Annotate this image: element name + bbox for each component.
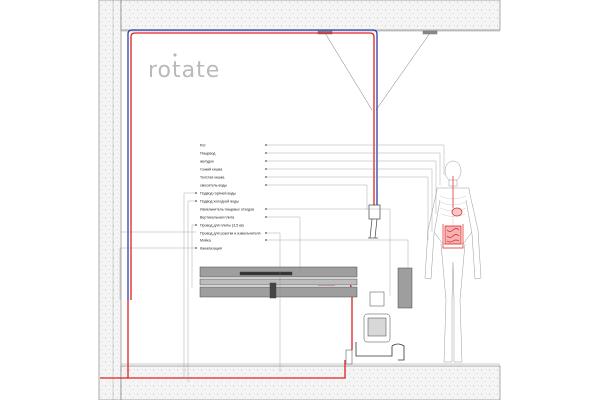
floor-slab <box>120 365 501 400</box>
label-cooktop-cable: Провод для плиты (3,5 кв) <box>200 224 244 228</box>
cooktop-unit <box>199 266 358 299</box>
label-vertical-cooktop: Вертикальная плита <box>200 216 234 220</box>
left-outer-wall <box>98 0 122 400</box>
mixer-faucet <box>368 204 381 239</box>
label-food-waste-disposer: Измельчитель пищевых отходов <box>200 208 254 212</box>
sink-disposer-unit <box>345 267 413 365</box>
digestive-tract <box>442 176 464 249</box>
rotate-logo: rotate <box>148 53 220 83</box>
label-sewer: Канализация <box>200 247 222 251</box>
pipework <box>100 29 378 379</box>
label-large-intestine: Толстая кишка <box>200 176 224 180</box>
label-esophagus: Пищевод <box>200 152 216 156</box>
label-cold-water-supply: Подвод холодной воды <box>200 200 239 204</box>
label-mouth: Рот <box>200 144 206 148</box>
label-water-mixer: смеситель воды <box>200 184 227 188</box>
ceiling-slab <box>120 0 501 31</box>
label-sink: Мойка <box>200 239 211 243</box>
cold-water-pipe <box>127 29 378 300</box>
leader-lines <box>119 144 445 382</box>
leader-dots <box>195 144 267 249</box>
label-hot-water-supply: Подвод горячей воды <box>200 192 236 196</box>
hot-water-pipe <box>130 32 375 300</box>
label-socket-disposer-cable: Провод для розетки и измельчителя <box>200 232 260 236</box>
human-body-figure <box>424 160 482 363</box>
component-labels: Рот Пищевод желудок тонкий кишка Толстая… <box>200 144 260 251</box>
label-small-intestine: тонкий кишка <box>200 168 222 172</box>
label-stomach: желудок <box>200 160 214 164</box>
logo-text: rotate <box>148 58 220 83</box>
